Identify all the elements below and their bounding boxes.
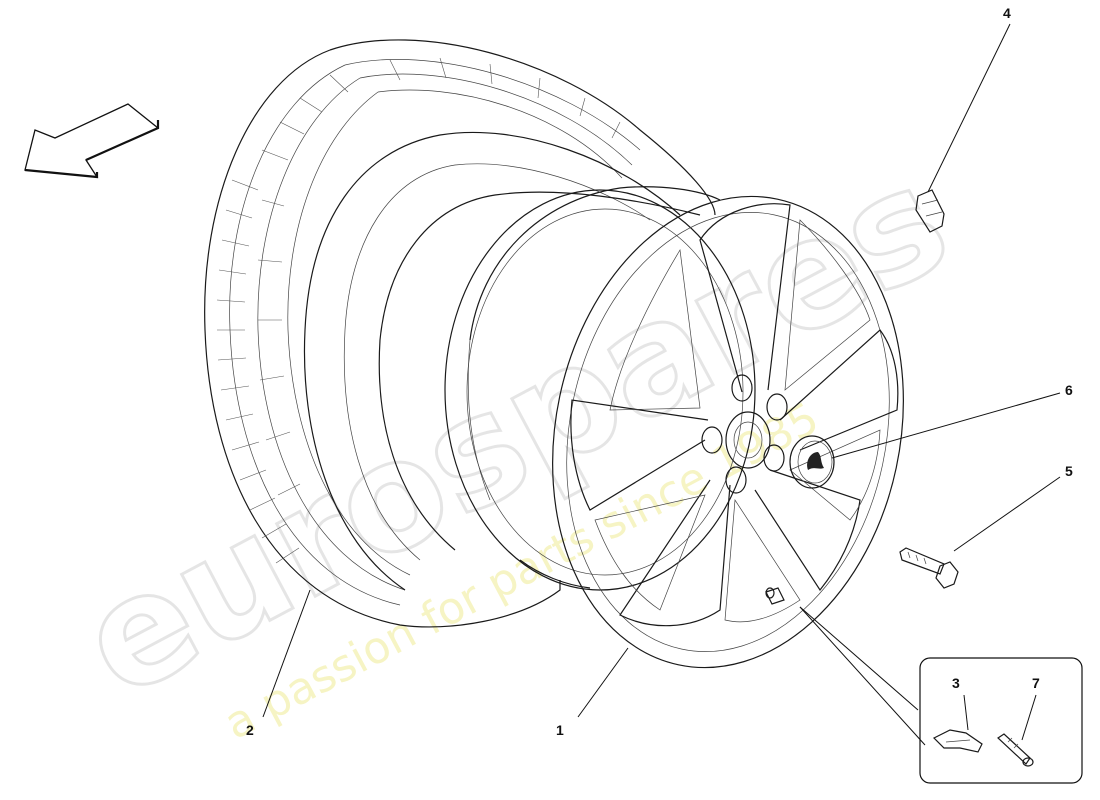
wheel-bolt	[899, 547, 959, 589]
callout-5: 5	[1065, 463, 1073, 479]
callout-1: 1	[556, 722, 564, 738]
balance-weight	[915, 189, 945, 233]
callout-2: 2	[246, 722, 254, 738]
callout-4: 4	[1003, 5, 1011, 21]
rim-barrel	[444, 186, 756, 591]
tyre-tread	[216, 57, 621, 564]
wheel-spokes	[570, 203, 899, 627]
tpms-sensor	[932, 729, 983, 753]
bolt-holes	[701, 374, 788, 494]
center-cap	[789, 435, 835, 489]
callout-3: 3	[952, 675, 960, 691]
tyre-valve-on-rim	[765, 587, 785, 605]
callouts: 1 2 3 4 5 6 7	[246, 5, 1073, 738]
wheel-rim	[552, 195, 904, 669]
direction-arrow	[24, 103, 160, 179]
callout-6: 6	[1065, 382, 1073, 398]
leader-lines	[262, 23, 1061, 746]
tyre	[204, 39, 716, 628]
watermark: eurospares a passion for parts since 198…	[54, 131, 976, 749]
valve-stem	[997, 733, 1034, 767]
inset-detail-box	[919, 657, 1083, 784]
callout-7: 7	[1032, 675, 1040, 691]
